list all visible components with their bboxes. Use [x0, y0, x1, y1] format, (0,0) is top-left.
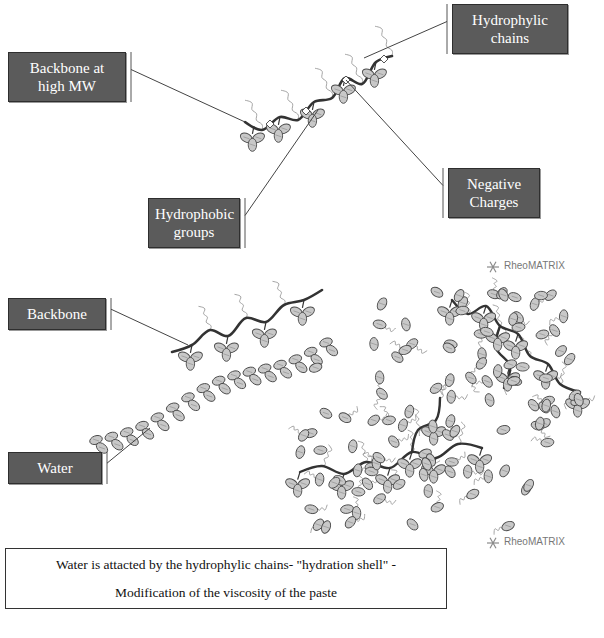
leader-line [107, 428, 150, 463]
logo-icon [487, 262, 499, 272]
leader-lines [107, 4, 447, 484]
note-box: Water is attacted by the hydrophylic cha… [5, 548, 447, 609]
hydrophylic-chains [198, 26, 594, 534]
label-box: Backbone [8, 298, 106, 330]
label-box: Hydrophobic groups [148, 198, 240, 248]
label-box: Hydrophylic chains [452, 4, 568, 54]
label-box: Backbone at high MW [8, 52, 126, 102]
leader-line [111, 309, 188, 345]
bracket [245, 198, 246, 248]
label-text: Modification of the viscosity of the pas… [16, 583, 436, 603]
leader-line [346, 80, 443, 186]
logo-icon [487, 538, 499, 548]
label-text: Water [15, 459, 95, 477]
bracket [131, 52, 132, 102]
watermark: RheoMATRIX [504, 536, 565, 547]
watermark: RheoMATRIX [504, 260, 565, 271]
label-text: Backbone [15, 305, 99, 323]
label-box: Water [8, 452, 102, 484]
hydrophobic-groups [177, 62, 592, 499]
label-box: Negative Charges [448, 168, 540, 218]
label-text: Hydrophobic groups [155, 205, 233, 241]
leader-line [131, 70, 245, 123]
bracket [111, 298, 112, 330]
leader-line [364, 22, 447, 59]
negative-charges [266, 55, 388, 128]
bracket [447, 4, 448, 54]
bracket [443, 168, 444, 218]
label-text: Backbone at high MW [15, 59, 119, 95]
bracket [107, 452, 108, 484]
label-text: Water is attacted by the hydrophylic cha… [16, 555, 436, 575]
water-molecules [88, 285, 584, 534]
label-text: Hydrophylic chains [459, 11, 561, 47]
label-text: Negative Charges [455, 175, 533, 211]
backbones [172, 56, 580, 474]
leader-line [245, 110, 318, 216]
